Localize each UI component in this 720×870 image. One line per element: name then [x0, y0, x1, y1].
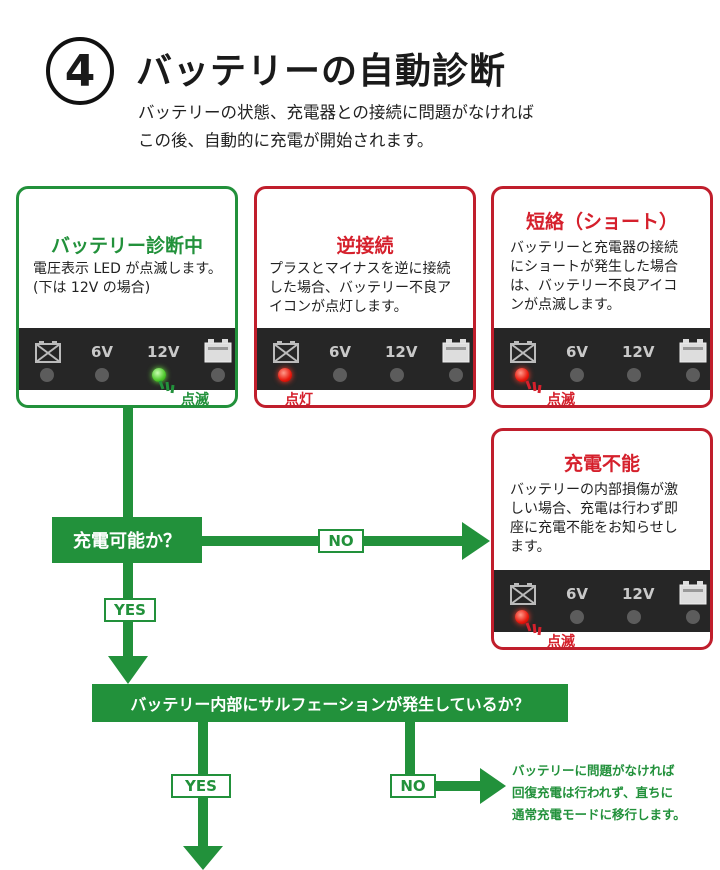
card-reverse-line-1: プラスとマイナスを逆に接続	[269, 261, 451, 277]
label-6v: 6V	[566, 343, 589, 361]
led-6v	[333, 368, 347, 382]
result-note: バッテリーに問題がなければ 回復充電は行われず、直ちに 通常充電モードに移行しま…	[512, 760, 686, 826]
card-cannot-line-3: 座に充電不能をお知らせし	[510, 520, 678, 536]
led-battery-fault-lit	[515, 610, 529, 624]
battery-icon	[679, 581, 707, 605]
result-note-line-3: 通常充電モードに移行します。	[512, 807, 686, 822]
card-short-title: 短絡（ショート）	[525, 211, 678, 233]
arrow-down-2	[183, 846, 223, 870]
no-label-2: NO	[390, 774, 436, 798]
card-reverse-line-3: イコンが点灯します。	[269, 299, 408, 315]
yes-label-2: YES	[171, 774, 231, 798]
no-label-1: NO	[318, 529, 364, 553]
card-reverse-connection: 逆接続 プラスとマイナスを逆に接続 した場合、バッテリー不良ア イコンが点灯しま…	[254, 186, 476, 408]
card-short-line-4: ンが点滅します。	[510, 297, 621, 313]
card-cannot-line-4: ます。	[510, 539, 551, 555]
step-number: 4	[64, 45, 96, 97]
question-can-charge: 充電可能か？	[52, 517, 202, 563]
card-cannot-charge: 充電不能 バッテリーの内部損傷が激 しい場合、充電は行わず即 座に充電不能をお知…	[491, 428, 713, 650]
led-panel: 6V 12V	[257, 328, 473, 390]
battery-icon	[204, 339, 232, 363]
blink-rays-icon	[525, 622, 542, 636]
battery-icon	[442, 339, 470, 363]
result-note-line-1: バッテリーに問題がなければ	[512, 763, 675, 778]
description-line-2: この後、自動的に充電が開始されます。	[138, 131, 434, 150]
blink-rays-icon	[158, 380, 175, 394]
led-12v	[627, 368, 641, 382]
arrow-down-1	[108, 656, 148, 684]
label-6v: 6V	[91, 343, 114, 361]
blink-rays-icon	[525, 380, 542, 394]
page-title: バッテリーの自動診断	[136, 51, 507, 92]
led-battery-ok	[686, 610, 700, 624]
label-12v: 12V	[622, 343, 655, 361]
led-battery-ok	[211, 368, 225, 382]
card-short-circuit: 短絡（ショート） バッテリーと充電器の接続 にショートが発生した場合 は、バッテ…	[491, 186, 713, 408]
label-12v: 12V	[147, 343, 180, 361]
led-battery-ok	[449, 368, 463, 382]
led-12v-lit	[152, 368, 166, 382]
description-line-1: バッテリーの状態、充電器との接続に問題がなければ	[138, 103, 534, 122]
question-sulfation: バッテリー内部にサルフェーションが発生しているか？	[92, 684, 568, 722]
flow-line-no-2-vertical	[405, 718, 415, 788]
card-diagnosing-title: バッテリー診断中	[50, 235, 203, 257]
led-6v	[570, 610, 584, 624]
status-label: 点滅	[547, 634, 575, 650]
led-battery-ok	[686, 368, 700, 382]
card-cannot-line-1: バッテリーの内部損傷が激	[510, 482, 678, 498]
label-6v: 6V	[566, 585, 589, 603]
status-label: 点滅	[547, 392, 575, 408]
card-cannot-line-2: しい場合、充電は行わず即	[510, 501, 678, 517]
card-short-line-3: は、バッテリー不良アイコ	[510, 278, 678, 294]
card-short-line-1: バッテリーと充電器の接続	[510, 240, 678, 256]
battery-fault-icon	[510, 341, 536, 363]
led-6v	[95, 368, 109, 382]
result-note-line-2: 回復充電は行われず、直ちに	[512, 785, 674, 800]
led-battery-fault	[40, 368, 54, 382]
status-label: 点灯	[285, 392, 313, 408]
led-battery-fault-lit	[278, 368, 292, 382]
led-6v	[570, 368, 584, 382]
battery-fault-icon	[273, 341, 299, 363]
arrow-right-2	[480, 768, 506, 804]
card-reverse-line-2: した場合、バッテリー不良ア	[269, 280, 451, 296]
led-panel: 6V 12V	[494, 328, 710, 390]
arrow-right-1	[462, 522, 490, 560]
label-12v: 12V	[622, 585, 655, 603]
led-12v	[390, 368, 404, 382]
battery-fault-icon	[510, 583, 536, 605]
flow-line-no-2-horizontal	[405, 781, 485, 791]
card-reverse-title: 逆接続	[336, 235, 394, 257]
label-6v: 6V	[329, 343, 352, 361]
label-12v: 12V	[385, 343, 418, 361]
battery-fault-icon	[35, 341, 61, 363]
card-diagnosing-line-2: (下は 12V の場合)	[33, 280, 151, 296]
yes-label-1: YES	[104, 598, 156, 622]
led-panel: 6V 12V	[494, 570, 710, 632]
card-diagnosing-line-1: 電圧表示 LED が点滅します。	[33, 261, 222, 277]
card-cannot-title: 充電不能	[563, 453, 640, 475]
step-number-badge: 4	[46, 37, 114, 105]
battery-icon	[679, 339, 707, 363]
led-panel: 6V 12V	[19, 328, 235, 390]
card-diagnosing: バッテリー診断中 電圧表示 LED が点滅します。 (下は 12V の場合) 6…	[16, 186, 238, 408]
card-short-line-2: にショートが発生した場合	[510, 259, 678, 275]
led-battery-fault-lit	[515, 368, 529, 382]
led-12v	[627, 610, 641, 624]
status-label: 点滅	[181, 392, 209, 408]
